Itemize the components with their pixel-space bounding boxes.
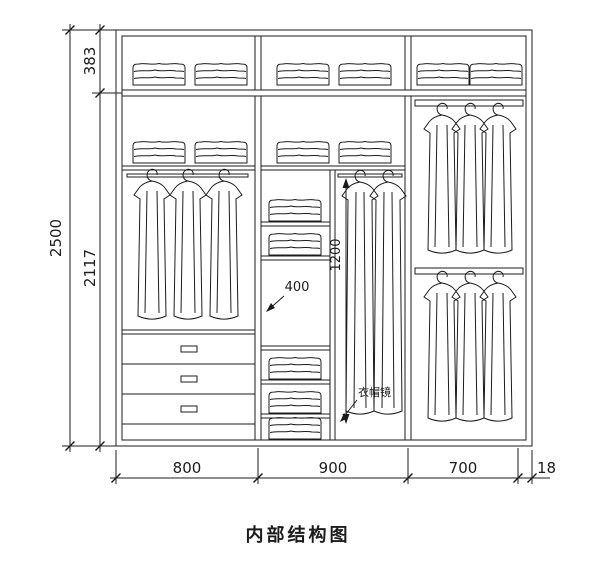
drawer-handle <box>180 405 198 413</box>
hanging-rod-hatched <box>414 99 524 107</box>
folded-clothes <box>268 391 322 414</box>
hanging-garment <box>169 168 207 320</box>
mirror-label: 衣帽镜 <box>358 385 391 399</box>
folded-clothes <box>194 63 248 86</box>
folded-clothes <box>268 417 322 440</box>
shelf <box>121 329 256 335</box>
folded-clothes <box>469 63 523 86</box>
folded-clothes <box>276 63 330 86</box>
drawer <box>121 363 256 395</box>
leader-arrowhead <box>266 303 275 312</box>
cabinet: 400 1200 衣帽镜 <box>115 29 533 447</box>
cabinet-inner-frame <box>121 35 527 441</box>
partition-left <box>254 35 262 441</box>
dimensions-left: 2500 383 2117 <box>47 24 122 452</box>
shelf <box>121 165 256 171</box>
folded-clothes <box>416 63 470 86</box>
arrowhead-up <box>342 178 350 188</box>
hanging-rod <box>126 173 249 178</box>
shelf <box>260 345 331 351</box>
diagram-title: 内部结构图 <box>246 524 351 546</box>
folded-clothes <box>194 141 248 164</box>
shelf-width-label: 400 <box>285 280 310 295</box>
folded-clothes <box>338 141 392 164</box>
middle-column: 400 1200 衣帽镜 <box>260 141 407 440</box>
folded-clothes <box>338 63 392 86</box>
shelf <box>260 379 331 385</box>
top-divider-panel <box>121 89 527 97</box>
hanging-garment <box>205 168 243 320</box>
folded-clothes <box>268 199 322 222</box>
drawer-handle <box>180 375 198 383</box>
shelf <box>260 221 331 227</box>
drawer-handle <box>180 345 198 353</box>
shelf <box>260 165 406 171</box>
partition-right <box>404 35 412 441</box>
right-column <box>414 99 524 422</box>
panel-thickness-label: 18 <box>537 459 556 477</box>
hanging-rod-hatched <box>414 267 524 275</box>
cabinet-outer-frame <box>115 29 533 447</box>
hanging-height-label: 1200 <box>329 238 344 271</box>
hanging-garment-long <box>369 169 407 415</box>
leader-arrowhead <box>340 413 348 422</box>
partition-middle-sub <box>329 169 336 441</box>
right-width-label: 700 <box>449 459 478 477</box>
folded-clothes <box>276 141 330 164</box>
extension-lines-left <box>62 29 122 447</box>
extension-lines-bottom <box>115 448 533 484</box>
folded-clothes <box>268 357 322 380</box>
dimension-lines-left <box>69 24 101 452</box>
body-height-label: 2117 <box>81 249 99 287</box>
shelf-stack-column <box>260 199 331 440</box>
hanging-rod <box>337 173 403 178</box>
top-height-label: 383 <box>81 47 99 76</box>
left-width-label: 800 <box>173 459 202 477</box>
shelf <box>260 255 331 261</box>
drawer-unit <box>121 333 256 425</box>
dimensions-bottom: 800 900 700 18 <box>110 448 556 484</box>
drawer <box>121 333 256 365</box>
hanging-garment <box>133 168 171 320</box>
top-shelf-compartments <box>132 63 523 86</box>
total-height-label: 2500 <box>47 219 65 257</box>
folded-clothes <box>132 141 186 164</box>
folded-clothes <box>268 233 322 256</box>
hanging-garment-long <box>341 169 379 415</box>
drawer <box>121 393 256 425</box>
folded-clothes <box>132 63 186 86</box>
left-column <box>121 141 256 425</box>
long-hanging-space: 1200 衣帽镜 <box>329 169 407 424</box>
middle-width-label: 900 <box>319 459 348 477</box>
mirror-callout: 衣帽镜 <box>340 385 391 422</box>
shelf-width-callout: 400 <box>266 280 309 312</box>
